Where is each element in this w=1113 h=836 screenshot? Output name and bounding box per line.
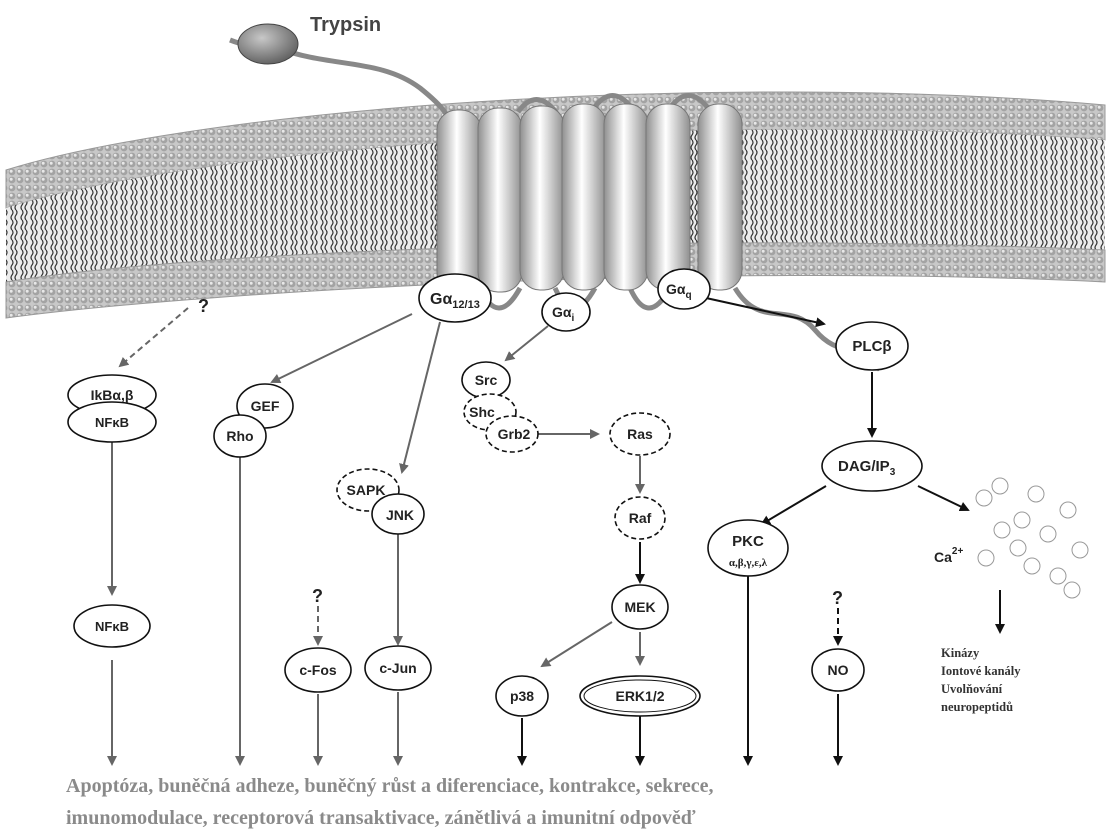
trypsin-label: Trypsin (310, 14, 381, 37)
effect-item: neuropeptidů (941, 698, 1021, 716)
node-pkc: PKC α,β,γ,ε,λ (708, 520, 788, 576)
galpha-i-subscript: i (572, 313, 575, 324)
galpha-12-13-label: Gα (430, 291, 452, 308)
node-erk: ERK1/2 (580, 676, 700, 716)
node-galpha-12-13: Gα12/13 (419, 274, 491, 322)
calcium-superscript: 2+ (952, 546, 964, 557)
jnk-label: JNK (386, 507, 414, 523)
sapk-label: SAPK (347, 482, 386, 498)
effect-item: Kinázy (941, 644, 1021, 662)
cfos-label: c-Fos (299, 662, 337, 678)
node-galpha-i: Gαi (542, 293, 590, 331)
nfkb-bottom-label: NFκB (95, 619, 129, 634)
svg-text:Ca2+: Ca2+ (934, 546, 963, 565)
unknown-marker-1: ? (198, 296, 209, 316)
raf-label: Raf (629, 510, 652, 526)
node-ras: Ras (610, 413, 670, 455)
effect-item: Uvolňování (941, 680, 1021, 698)
calcium-ions: Ca2+ (934, 478, 1088, 598)
node-no: NO (812, 649, 864, 691)
outcome-line: imunomodulace, receptorová transaktivace… (66, 802, 1106, 834)
dag-subscript: 3 (890, 467, 896, 478)
cjun-label: c-Jun (379, 660, 416, 676)
node-src-shc-grb2: Src Shc Grb2 (462, 362, 538, 452)
calcium-label: Ca (934, 549, 952, 565)
galpha-q-label: Gα (666, 281, 686, 297)
no-label: NO (828, 662, 849, 678)
ras-label: Ras (627, 426, 653, 442)
effect-item: Iontové kanály (941, 662, 1021, 680)
unknown-marker-3: ? (832, 588, 843, 608)
pkc-label: PKC (732, 533, 764, 550)
unknown-marker-2: ? (312, 586, 323, 606)
cellular-outcomes: Apoptóza, buněčná adheze, buněčný růst a… (66, 770, 1106, 834)
dag-label: DAG/IP (838, 458, 890, 475)
erk-label: ERK1/2 (615, 688, 664, 704)
node-dag-ip3: DAG/IP3 (822, 441, 922, 491)
shc-label: Shc (469, 404, 495, 420)
node-galpha-q: Gαq (658, 269, 710, 309)
node-nfkb-bottom: NFκB (74, 605, 150, 647)
galpha-q-subscript: q (686, 290, 692, 301)
src-label: Src (475, 372, 498, 388)
galpha-i-label: Gα (552, 304, 572, 320)
node-ikb-nfkb-complex: IkBα,β NFκB (68, 375, 156, 442)
grb2-label: Grb2 (498, 426, 531, 442)
node-sapk-jnk: SAPK JNK (337, 469, 424, 534)
pkc-isoforms-label: α,β,γ,ε,λ (729, 557, 768, 569)
node-c-jun: c-Jun (365, 646, 431, 690)
calcium-effects-list: Kinázy Iontové kanály Uvolňování neurope… (941, 644, 1021, 716)
galpha-12-13-subscript: 12/13 (452, 299, 480, 311)
rho-label: Rho (226, 428, 253, 444)
plcb-label: PLCβ (852, 338, 891, 355)
trypsin-enzyme (238, 24, 298, 64)
node-c-fos: c-Fos (285, 648, 351, 692)
node-gef-rho: GEF Rho (214, 384, 293, 457)
gef-label: GEF (251, 398, 280, 414)
outcome-line: Apoptóza, buněčná adheze, buněčný růst a… (66, 770, 1106, 802)
mek-label: MEK (624, 599, 655, 615)
ikb-label: IkBα,β (91, 387, 134, 403)
node-p38: p38 (496, 676, 548, 716)
p38-label: p38 (510, 688, 534, 704)
node-raf: Raf (615, 497, 665, 539)
nfkb-top-label: NFκB (95, 415, 129, 430)
node-mek: MEK (612, 585, 668, 629)
node-plc-beta: PLCβ (836, 322, 908, 370)
